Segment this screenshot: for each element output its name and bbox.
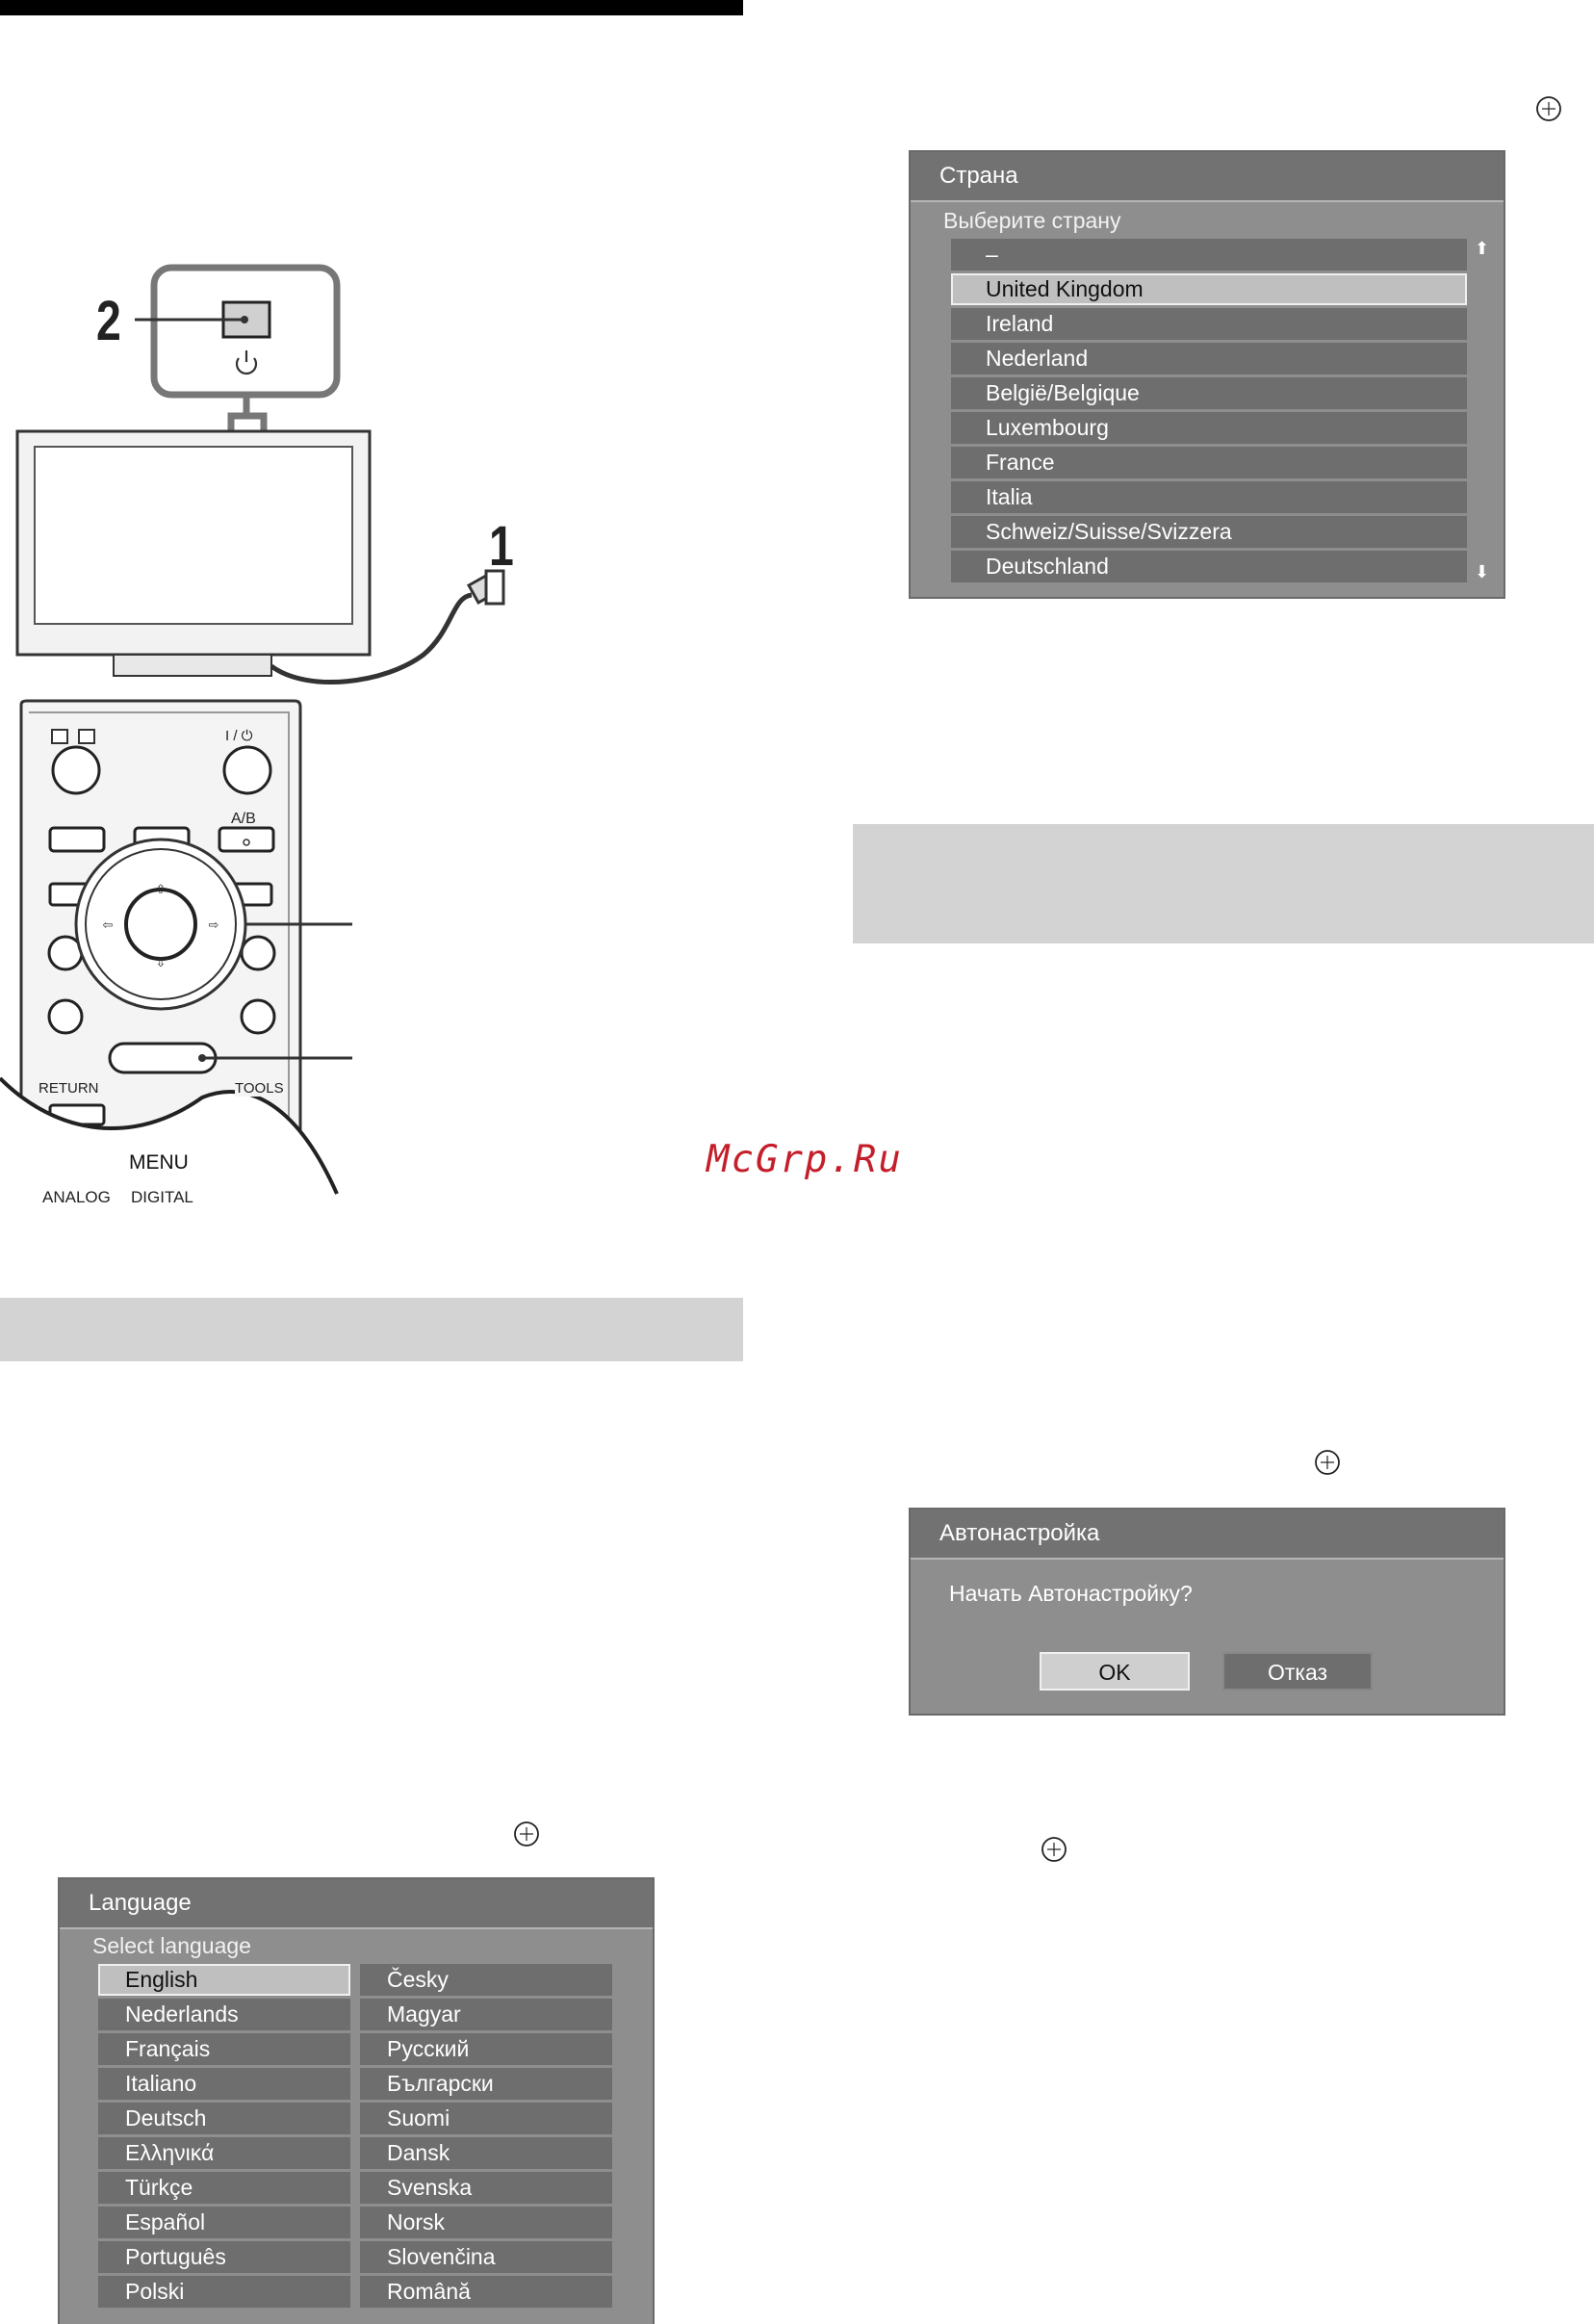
enter-button-icon bbox=[1315, 1450, 1340, 1475]
language-item[interactable]: Български bbox=[360, 2068, 612, 2100]
power-cable bbox=[270, 592, 473, 684]
scroll-down-icon[interactable]: ⬇ bbox=[1475, 562, 1490, 581]
section-bar-left bbox=[0, 1298, 743, 1361]
info-button bbox=[51, 745, 101, 795]
remote-power-label: I / ⏻ bbox=[225, 728, 253, 744]
autotune-question: Начать Автонастройку? bbox=[949, 1581, 1193, 1606]
remote-return-label: RETURN bbox=[39, 1080, 99, 1097]
svg-text:⇩: ⇩ bbox=[156, 955, 167, 969]
scroll-up-icon[interactable]: ⬆ bbox=[1475, 239, 1490, 258]
country-item[interactable]: United Kingdom bbox=[951, 273, 1467, 305]
country-item[interactable]: Schweiz/Suisse/Svizzera bbox=[951, 516, 1467, 548]
language-item[interactable]: Русский bbox=[360, 2033, 612, 2065]
language-item[interactable]: Dansk bbox=[360, 2137, 612, 2169]
svg-text:⇦: ⇦ bbox=[103, 917, 114, 932]
country-item[interactable]: Luxembourg bbox=[951, 412, 1467, 444]
language-item[interactable]: English bbox=[98, 1964, 350, 1996]
language-item[interactable]: Português bbox=[98, 2241, 350, 2273]
wall-socket bbox=[484, 569, 505, 606]
country-item[interactable]: Italia bbox=[951, 481, 1467, 513]
country-item[interactable]: France bbox=[951, 447, 1467, 478]
remote-menu-label: MENU bbox=[129, 1151, 189, 1174]
remote-analog-label: ANALOG bbox=[42, 1188, 111, 1206]
language-dialog-subtitle: Select language bbox=[92, 1933, 251, 1958]
enter-button-icon bbox=[1041, 1837, 1067, 1862]
tools-button bbox=[240, 998, 276, 1035]
language-item[interactable]: Česky bbox=[360, 1964, 612, 1996]
tv-screen bbox=[34, 446, 353, 625]
remote-tools-label: TOOLS bbox=[235, 1080, 284, 1097]
country-item[interactable]: Nederland bbox=[951, 343, 1467, 374]
language-item[interactable]: Slovenčina bbox=[360, 2241, 612, 2273]
enter-button-icon bbox=[1536, 96, 1561, 121]
return-button bbox=[47, 998, 84, 1035]
top-rule bbox=[0, 0, 743, 15]
language-item[interactable]: Polski bbox=[98, 2276, 350, 2308]
language-item[interactable]: Norsk bbox=[360, 2207, 612, 2238]
language-item[interactable]: Română bbox=[360, 2276, 612, 2308]
language-dialog-title: Language bbox=[60, 1879, 653, 1929]
country-item[interactable]: België/Belgique bbox=[951, 377, 1467, 409]
language-item[interactable]: Français bbox=[98, 2033, 350, 2065]
section-bar-right bbox=[853, 824, 1594, 943]
step-2-label: 2 bbox=[96, 290, 121, 352]
country-item[interactable]: Ireland bbox=[951, 308, 1467, 340]
country-item[interactable]: Deutschland bbox=[951, 551, 1467, 582]
standby-button bbox=[222, 745, 272, 795]
language-item[interactable]: Español bbox=[98, 2207, 350, 2238]
autotune-dialog-title: Автонастройка bbox=[911, 1510, 1504, 1560]
remote-ab-label: A/B bbox=[231, 811, 256, 827]
dpad-center bbox=[124, 888, 197, 961]
svg-text:⇨: ⇨ bbox=[209, 917, 219, 932]
step-1-label: 1 bbox=[489, 515, 514, 578]
language-item[interactable]: Svenska bbox=[360, 2172, 612, 2204]
country-item[interactable]: – bbox=[951, 239, 1467, 271]
language-item[interactable]: Italiano bbox=[98, 2068, 350, 2100]
svg-text:⇧: ⇧ bbox=[156, 882, 167, 896]
language-item[interactable]: Suomi bbox=[360, 2103, 612, 2134]
ok-button[interactable]: OK bbox=[1040, 1652, 1190, 1691]
language-item[interactable]: Ελληνικά bbox=[98, 2137, 350, 2169]
language-item[interactable]: Nederlands bbox=[98, 1999, 350, 2030]
cancel-button[interactable]: Отказ bbox=[1222, 1652, 1373, 1691]
enter-button-icon bbox=[514, 1821, 539, 1846]
language-item[interactable]: Türkçe bbox=[98, 2172, 350, 2204]
autotune-dialog: Автонастройка Начать Автонастройку? OK О… bbox=[909, 1508, 1505, 1716]
language-item[interactable]: Magyar bbox=[360, 1999, 612, 2030]
watermark: McGrp.Ru bbox=[707, 1138, 903, 1181]
remote-digital-label: DIGITAL bbox=[131, 1188, 193, 1206]
country-dialog-subtitle: Выберите страну bbox=[943, 208, 1121, 233]
tv-setup-illustration: ⇧ ⇩ ⇦ ⇨ bbox=[0, 264, 505, 1252]
language-item[interactable]: Deutsch bbox=[98, 2103, 350, 2134]
power-icon bbox=[235, 350, 258, 375]
tv-stand bbox=[113, 654, 272, 677]
country-dialog-title: Страна bbox=[911, 152, 1504, 202]
